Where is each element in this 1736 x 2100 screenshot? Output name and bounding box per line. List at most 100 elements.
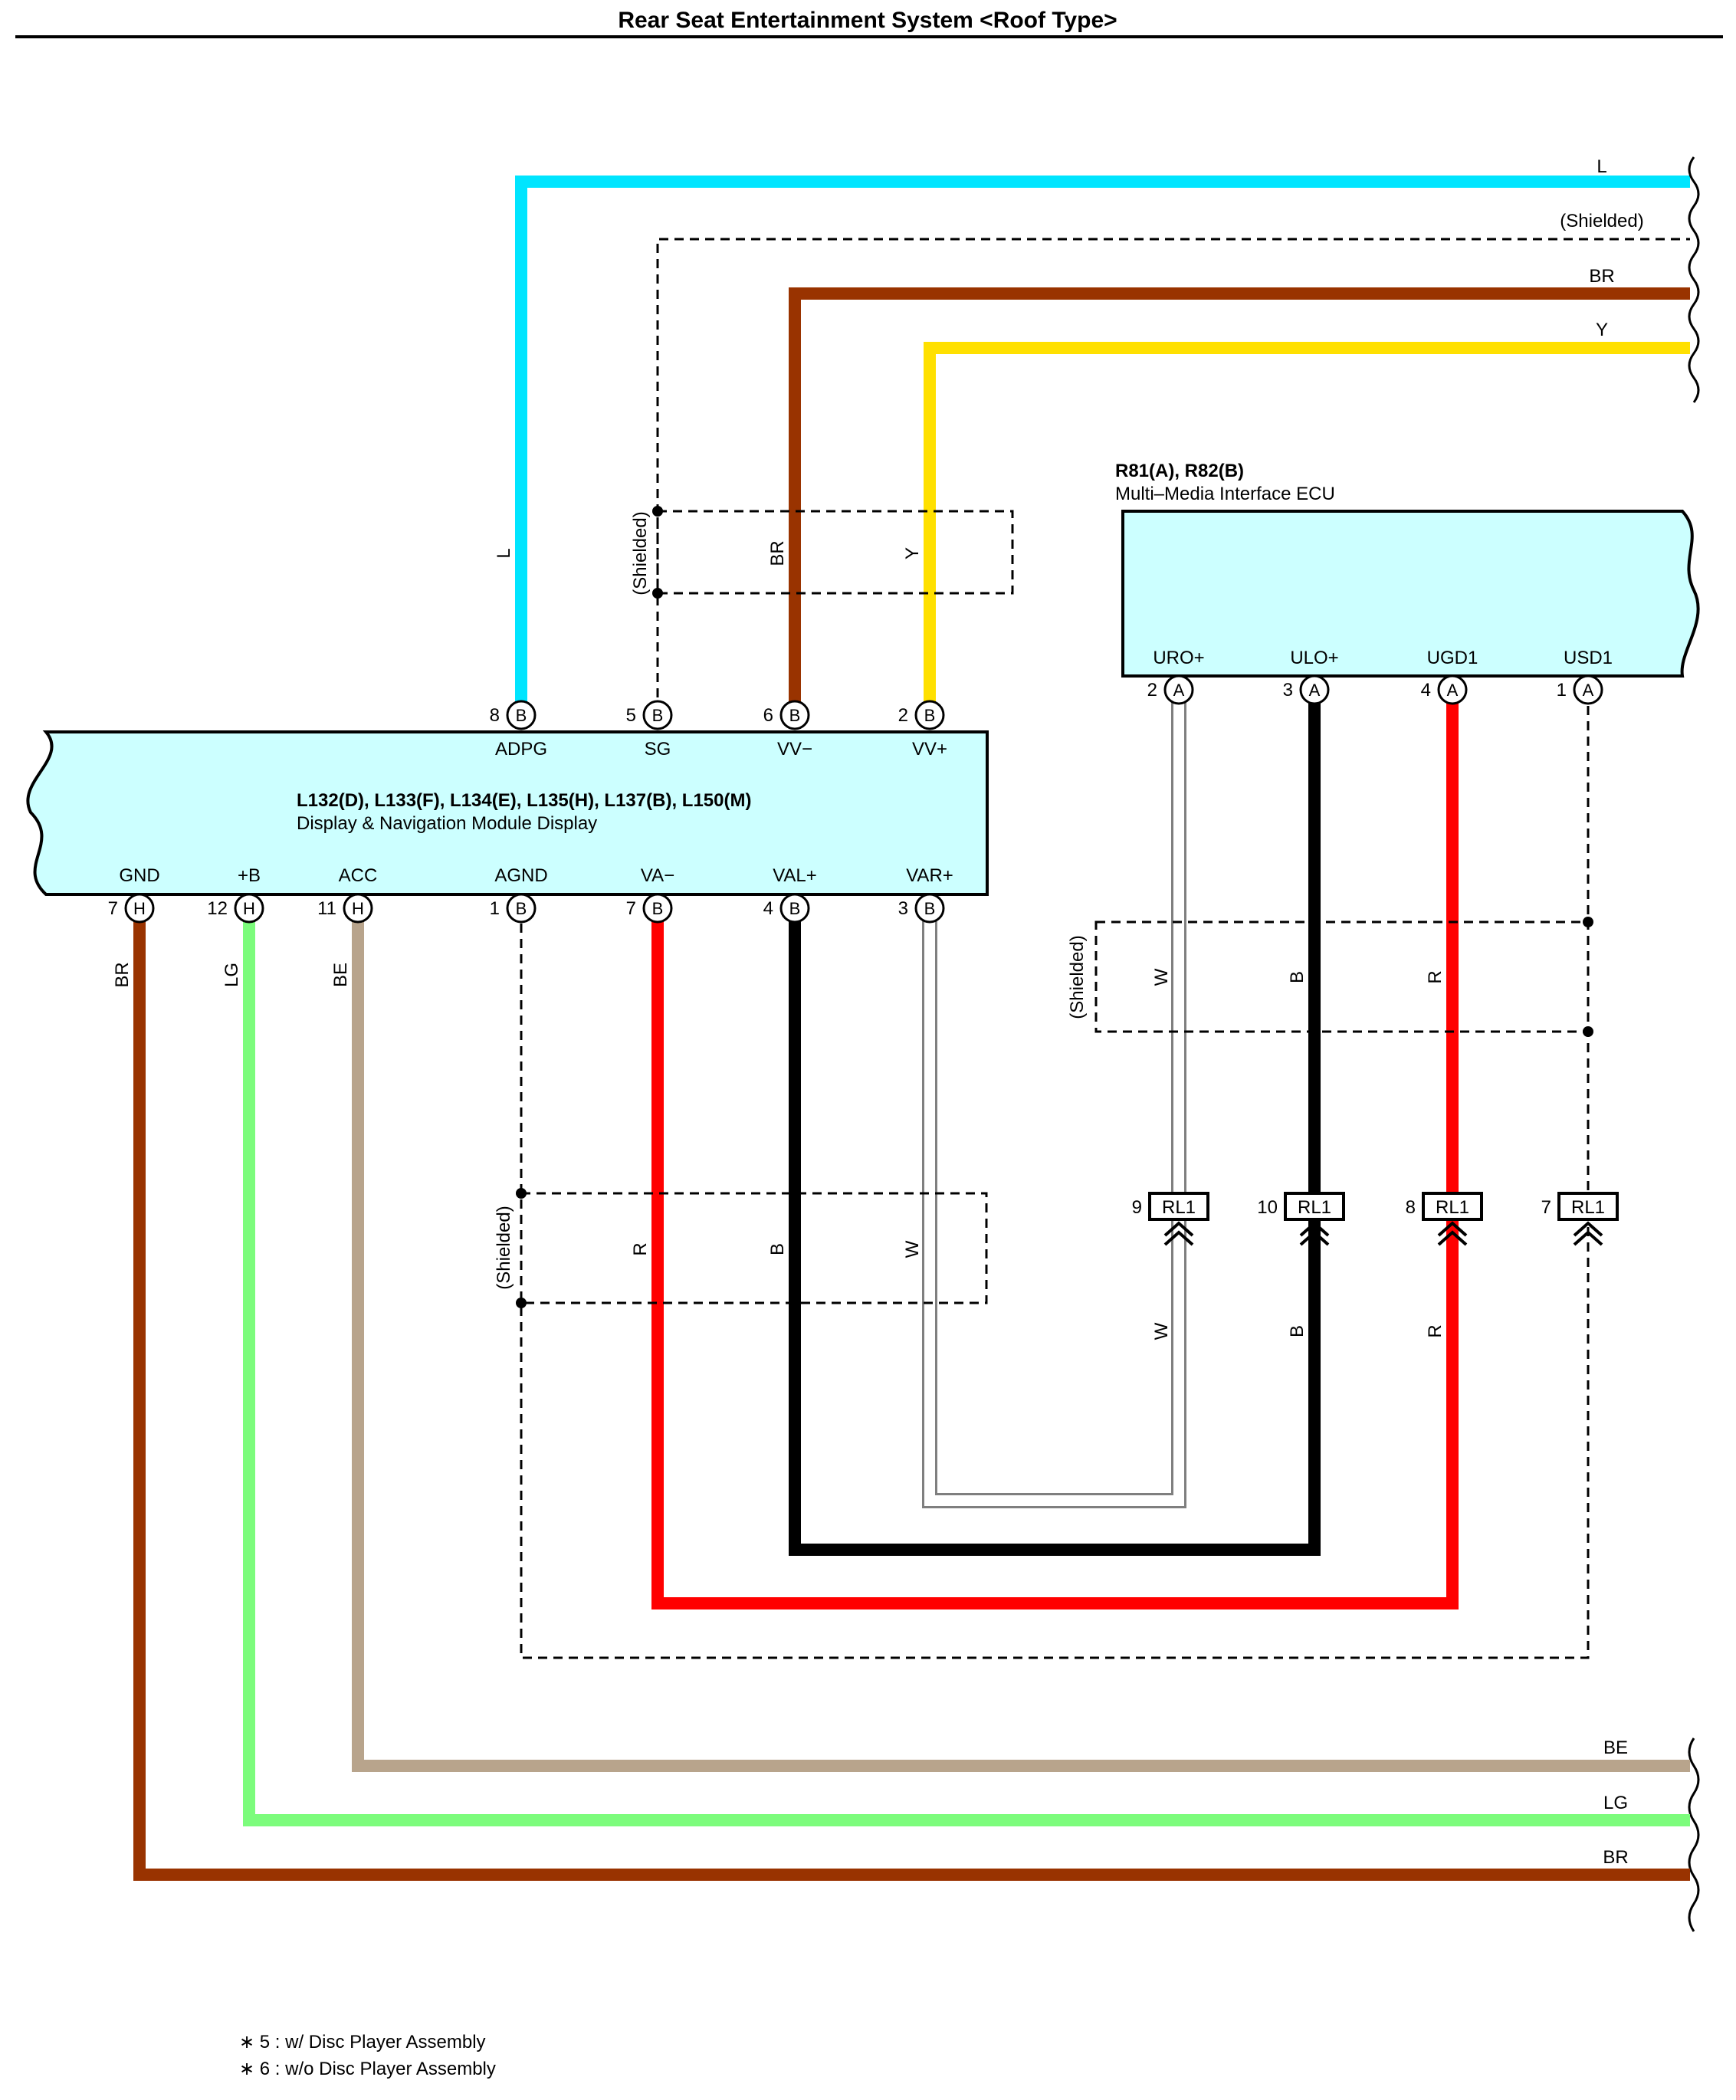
- pin-terminal: [914, 893, 945, 924]
- pin-signal-label: UGD1: [1427, 648, 1478, 668]
- wire-be-acc: [352, 908, 1690, 1772]
- note-text: : w/o Disc Player Assembly: [270, 2059, 496, 2079]
- connector-chevron-icon: [1299, 1221, 1330, 1246]
- shield-node: [652, 588, 663, 599]
- pin-terminal: [234, 893, 264, 924]
- pin-signal-label: +B: [238, 865, 261, 886]
- pin-connector-letter: B: [652, 899, 664, 918]
- ecu-pin-ulo-plus: ULO+ A 3: [1283, 648, 1339, 705]
- display-pin-gnd: GND H 7: [108, 865, 160, 924]
- wire-code-label: BE: [1603, 1737, 1628, 1758]
- pin-signal-label: ACC: [339, 865, 378, 886]
- connector-pin-number: 8: [1406, 1197, 1416, 1218]
- pin-signal-label: VV+: [912, 739, 947, 760]
- wire-code-label: L: [494, 548, 514, 558]
- display-pin-adpg: B 8 ADPG: [490, 700, 547, 760]
- pin-terminal: [343, 893, 373, 924]
- pin-connector-letter: B: [516, 706, 527, 725]
- shielded-label: (Shielded): [494, 1206, 514, 1289]
- pin-connector-letter: A: [1583, 681, 1594, 700]
- connector-pin-number: 10: [1257, 1197, 1278, 1218]
- display-pin-plus-b: +B H 12: [207, 865, 264, 924]
- display-pin-var-plus: VAR+ B 3: [898, 865, 953, 924]
- display-pin-vv-plus: B 2 VV+: [898, 700, 947, 760]
- wire-l-adpg: [515, 176, 1690, 713]
- pin-number: 2: [898, 705, 908, 726]
- pin-connector-letter: B: [789, 899, 801, 918]
- wire-code-label: R: [1425, 1324, 1446, 1337]
- connector-pin-number: 7: [1541, 1197, 1551, 1218]
- pin-terminal: [779, 700, 810, 730]
- shield-node: [652, 506, 663, 517]
- wire-code-label: W: [1151, 1322, 1172, 1340]
- junction-connector-rl1-10: RL1 10: [1257, 1192, 1345, 1246]
- wire-code-label: Y: [902, 547, 923, 559]
- junction-connector-rl1-9: RL1 9: [1132, 1192, 1209, 1246]
- pin-number: 4: [763, 898, 773, 919]
- shield-box-display-lower: [520, 1192, 988, 1304]
- wire-code-label: W: [902, 1240, 923, 1258]
- pin-terminal: [506, 893, 537, 924]
- pin-signal-label: VA−: [641, 865, 674, 886]
- pin-terminal: [1437, 674, 1468, 705]
- wire-code-label: BR: [1589, 266, 1614, 287]
- pin-number: 6: [763, 705, 773, 726]
- display-module-part-numbers: L132(D), L133(F), L134(E), L135(H), L137…: [297, 790, 751, 811]
- pin-number: 5: [626, 705, 636, 726]
- pin-connector-letter: B: [652, 706, 664, 725]
- display-pin-agnd: AGND B 1: [490, 865, 548, 924]
- pin-number: 8: [490, 705, 500, 726]
- note-mark: ∗ 5: [239, 2032, 270, 2052]
- wire-code-label: BE: [330, 963, 351, 987]
- wire-code-label: B: [1287, 1325, 1308, 1337]
- wire-code-label: BR: [1603, 1847, 1628, 1868]
- display-pin-sg: B 5 SG: [626, 700, 673, 760]
- pin-number: 1: [1557, 680, 1567, 701]
- pin-signal-label: GND: [119, 865, 159, 886]
- wire-code-label: B: [767, 1243, 788, 1255]
- wire-code-label: R: [1425, 970, 1446, 983]
- shield-box-ecu: [1094, 920, 1590, 1033]
- pin-signal-label: VAL+: [773, 865, 817, 886]
- break-mark: [1688, 1737, 1700, 1932]
- wire-code-label: LG: [1603, 1793, 1628, 1813]
- connector-box: [1284, 1192, 1345, 1221]
- pin-connector-letter: B: [924, 899, 936, 918]
- connector-label: RL1: [1162, 1197, 1196, 1218]
- ecu-pin-usd1: USD1 A 1: [1557, 648, 1613, 705]
- connector-box: [1422, 1192, 1483, 1221]
- pin-number: 12: [207, 898, 228, 919]
- pin-number: 7: [626, 898, 636, 919]
- shielded-label: (Shielded): [1067, 935, 1088, 1019]
- note-mark: ∗ 6: [239, 2059, 270, 2079]
- connector-chevron-icon: [1573, 1221, 1603, 1246]
- display-module-name: Display & Navigation Module Display: [297, 813, 597, 834]
- shielded-label: (Shielded): [1560, 211, 1643, 231]
- pin-connector-letter: A: [1309, 681, 1321, 700]
- connector-pin-number: 9: [1132, 1197, 1142, 1218]
- wire-r-va-minus: [651, 690, 1459, 1609]
- pin-connector-letter: A: [1173, 681, 1185, 700]
- note-disc-player-w: ∗ 5 : w/ Disc Player Assembly: [239, 2032, 486, 2052]
- display-pin-acc: ACC H 11: [317, 865, 378, 924]
- pin-number: 3: [898, 898, 908, 919]
- wire-br-gnd: [133, 908, 1690, 1881]
- wire-lg-plus-b: [243, 908, 1690, 1826]
- pin-connector-letter: B: [516, 899, 527, 918]
- connector-label: RL1: [1571, 1197, 1605, 1218]
- pin-terminal: [1299, 674, 1330, 705]
- pin-connector-letter: B: [789, 706, 801, 725]
- wire-code-label: W: [1151, 968, 1172, 986]
- pin-number: 11: [317, 898, 336, 919]
- note-text: : w/ Disc Player Assembly: [270, 2032, 485, 2052]
- pin-number: 7: [108, 898, 118, 919]
- pin-terminal: [779, 893, 810, 924]
- display-module-box: [26, 730, 989, 896]
- wire-code-label: L: [1597, 156, 1606, 177]
- junction-connector-rl1-8: RL1 8: [1406, 1192, 1483, 1246]
- pin-signal-label: ADPG: [495, 739, 547, 760]
- wire-code-label: B: [1287, 971, 1308, 983]
- note-line: ∗ 5 : w/ Disc Player Assembly: [239, 2032, 486, 2052]
- pin-connector-letter: H: [352, 899, 364, 918]
